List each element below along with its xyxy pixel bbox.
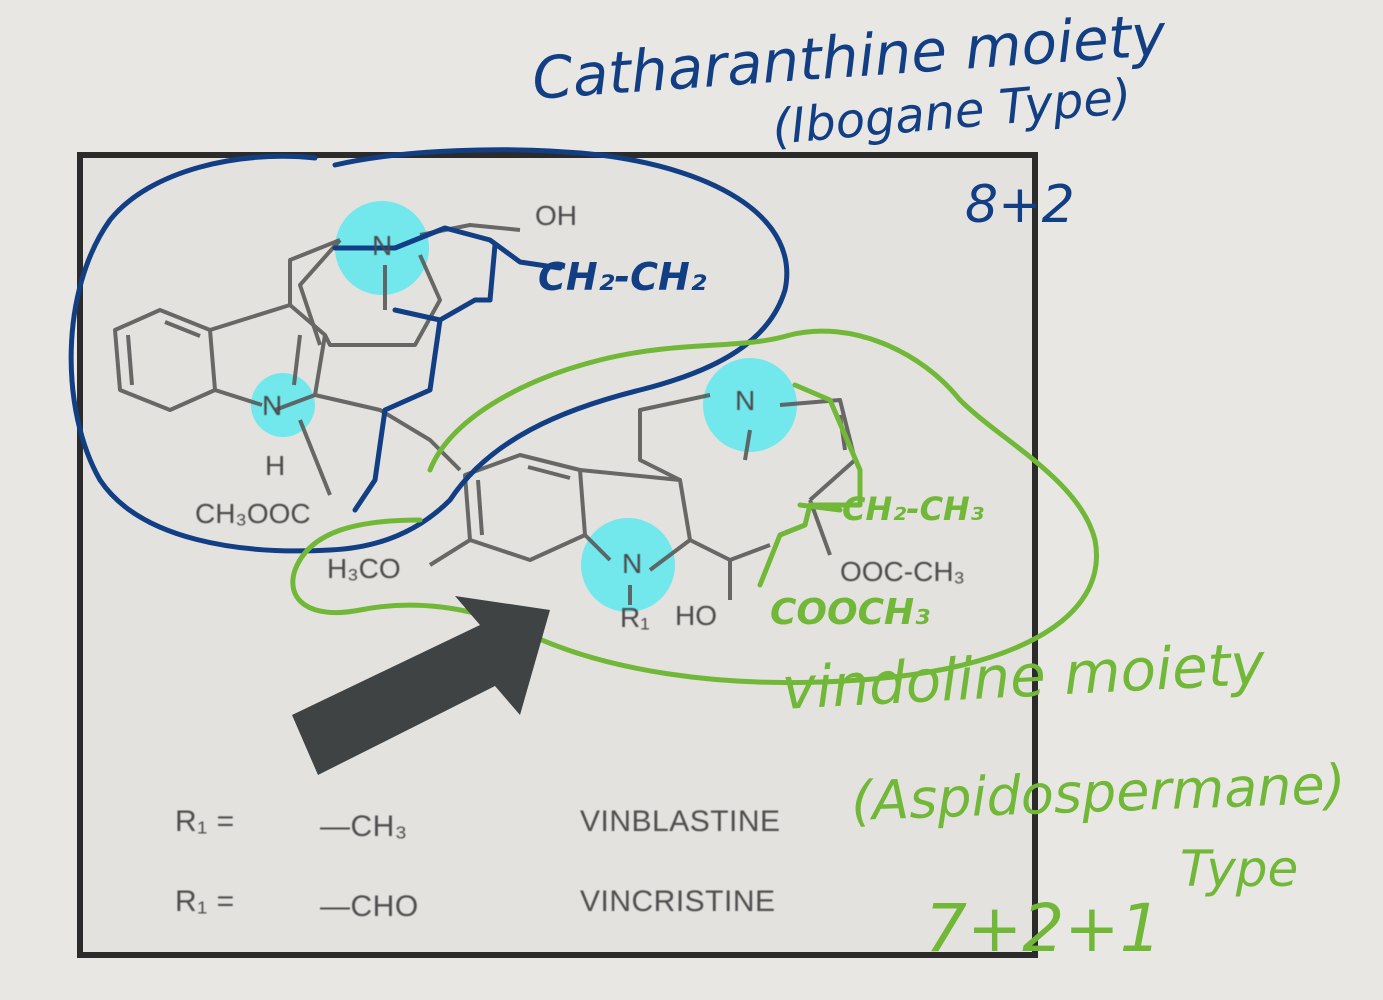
label-methoxy: H₃CO [327,553,401,584]
label-n-catharanthine: N [372,230,393,261]
catharanthine-count: 8+2 [965,175,1075,235]
legend-compound-2: VINCRISTINE [580,885,776,918]
figure-frame [77,152,1038,958]
label-h-indole: H [265,450,286,481]
catharanthine-outline [68,147,790,554]
vindoline-type-line2: Type [1180,840,1299,898]
vindoline-ethyl: CH₂-CH₃ [842,490,984,528]
printed-structure [113,223,857,605]
label-n-vindoline-bottom: N [622,548,643,579]
catharanthine-ethyl: CH₂-CH₂ [538,255,707,299]
label-ester-catharanthine: CH₃OOC [195,498,311,529]
label-acetoxy: OOC-CH₃ [840,556,965,587]
label-n-indole: N [262,390,283,421]
label-r1: R₁ [620,602,650,633]
vindoline-outline [290,328,1099,686]
legend-substituent-2: —CHO [320,890,419,923]
highlight-n-vindoline-top [703,358,797,452]
legend-r-label-1: R₁ = [175,805,235,838]
legend-r-label-2: R₁ = [175,885,235,918]
pointer-arrow [292,596,550,775]
vindoline-ester: COOCH₃ [770,592,930,633]
legend-substituent-1: —CH₃ [320,810,408,843]
legend-compound-1: VINBLASTINE [580,805,781,838]
vindoline-count: 7+2+1 [925,890,1162,967]
label-n-vindoline-top: N [735,385,756,416]
label-hydroxy: HO [675,600,717,631]
label-oh: OH [535,200,577,231]
highlight-n-vindoline-bottom [581,518,675,612]
